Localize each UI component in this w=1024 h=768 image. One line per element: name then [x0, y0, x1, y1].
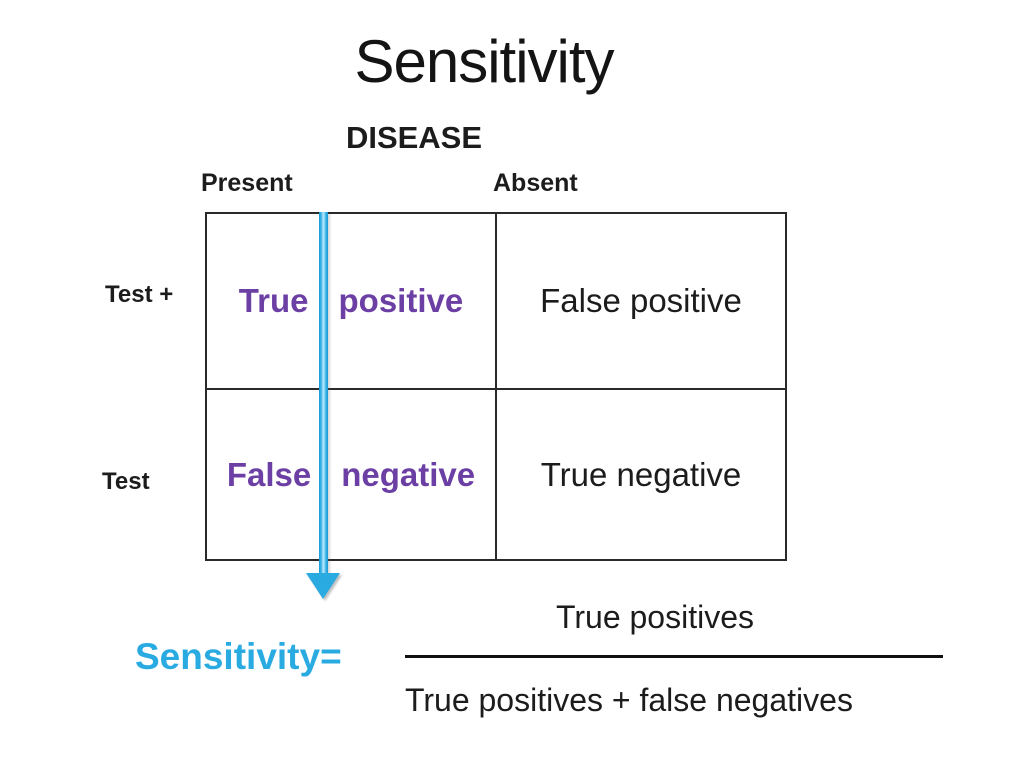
cell-false-positive: False positive	[495, 214, 785, 388]
down-arrow-shaft	[319, 212, 328, 573]
column-header-absent: Absent	[493, 169, 578, 197]
row-header-test-positive: Test +	[105, 281, 174, 308]
formula-denominator: True positives + false negatives	[405, 682, 853, 718]
formula-label: Sensitivity=	[135, 636, 342, 677]
cell-true-positive-word-2: positive	[338, 282, 464, 319]
cell-true-positive-word-1: True	[238, 282, 309, 319]
cell-false-negative: False negative	[207, 388, 495, 559]
down-arrow-icon	[306, 573, 340, 599]
column-group-label-disease: DISEASE	[345, 120, 483, 155]
formula-numerator: True positives	[556, 599, 754, 635]
row-header-test-negative: Test	[102, 468, 150, 495]
cell-true-negative: True negative	[495, 388, 785, 559]
contingency-table: True positive False positive False negat…	[205, 212, 787, 561]
cell-false-negative-word-2: negative	[341, 455, 476, 493]
fraction-bar	[405, 655, 943, 658]
cell-true-positive: True positive	[207, 214, 495, 388]
cell-false-negative-word-1: False	[226, 455, 312, 493]
page-title: Sensitivity	[354, 28, 614, 95]
column-header-present: Present	[201, 169, 293, 197]
